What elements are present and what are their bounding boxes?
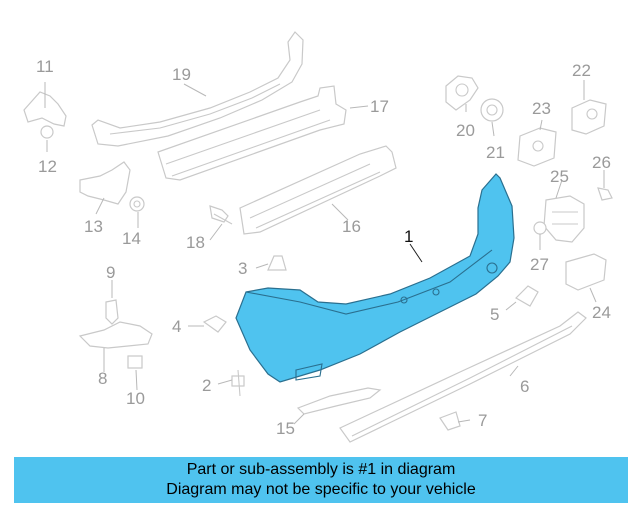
callout-24: 24	[592, 303, 611, 322]
banner-line-part-reference: Part or sub-assembly is #1 in diagram	[186, 461, 456, 478]
callout-23: 23	[532, 99, 551, 118]
callout-8: 8	[98, 369, 107, 388]
diagram-disclaimer-banner: Part or sub-assembly is #1 in diagram Di…	[14, 457, 628, 503]
part-16-energy-absorber	[239, 145, 397, 235]
part-22-sensor-retainer	[571, 99, 607, 135]
callout-9: 9	[106, 263, 115, 282]
part-2-bolt	[231, 369, 245, 397]
part-5-reflector	[515, 285, 539, 307]
callout-18: 18	[186, 233, 205, 252]
part-21-sensor-grommet	[480, 98, 504, 122]
leader-lines	[44, 80, 605, 425]
part-4-clip	[202, 315, 227, 333]
part-9-screw	[105, 299, 119, 325]
part-14-nut	[129, 196, 145, 212]
part-8-lower-bracket	[78, 321, 153, 349]
part-24-control-module	[565, 253, 607, 291]
callout-15: 15	[276, 419, 295, 438]
callout-19: 19	[172, 65, 191, 84]
callout-10: 10	[126, 389, 145, 408]
callout-12: 12	[38, 157, 57, 176]
part-1-bumper-cover[interactable]	[235, 173, 515, 383]
part-19-upper-reinforcement	[91, 31, 304, 147]
callout-14: 14	[122, 229, 141, 248]
callout-3: 3	[238, 259, 247, 278]
part-26-screw	[597, 187, 613, 201]
callout-6: 6	[520, 377, 529, 396]
part-23-sensor-bracket	[517, 127, 557, 167]
part-17-reinforcement-bar	[157, 85, 347, 181]
part-25-side-bracket	[543, 195, 585, 243]
part-13-bracket	[79, 161, 131, 205]
part-15-side-trim	[296, 387, 382, 415]
part-18-bolt	[209, 205, 233, 225]
part-7-clip	[439, 411, 461, 431]
callout-1[interactable]: 1	[404, 227, 413, 246]
callout-2: 2	[202, 376, 211, 395]
callout-11: 11	[36, 57, 54, 76]
callout-7: 7	[478, 411, 487, 430]
callout-27: 27	[530, 255, 549, 274]
callout-16: 16	[342, 217, 361, 236]
part-12-clip	[40, 125, 54, 139]
callout-13: 13	[84, 217, 103, 236]
callout-17: 17	[370, 97, 389, 116]
callout-20: 20	[456, 121, 475, 140]
part-27-clip	[533, 221, 547, 235]
part-3-push-clip	[267, 255, 287, 271]
part-6-lower-molding	[339, 311, 587, 443]
bumper-cover-body[interactable]	[235, 173, 515, 383]
part-10-nut	[127, 355, 143, 369]
callout-21: 21	[486, 143, 505, 162]
callout-22: 22	[572, 61, 591, 80]
callout-25: 25	[550, 167, 569, 186]
part-20-parking-sensor	[445, 75, 479, 111]
callout-4: 4	[172, 317, 181, 336]
callout-26: 26	[592, 153, 611, 172]
callout-5: 5	[490, 305, 499, 324]
banner-line-disclaimer: Diagram may not be specific to your vehi…	[166, 481, 476, 498]
